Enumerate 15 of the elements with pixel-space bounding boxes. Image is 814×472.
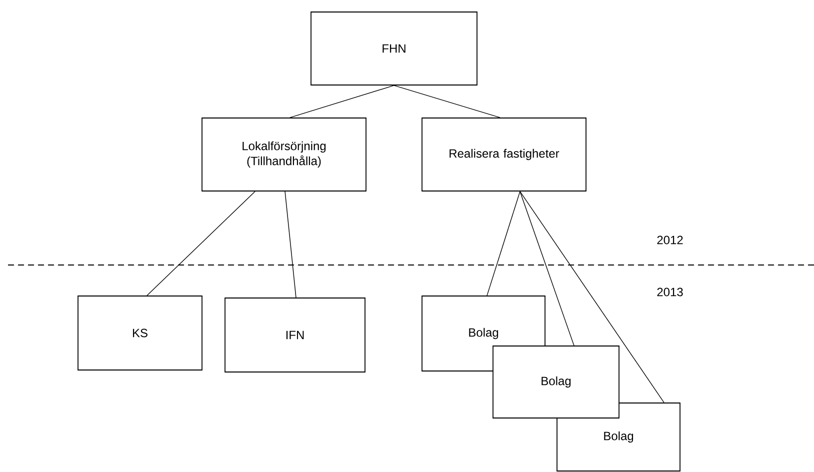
year-label: 2013 xyxy=(657,288,683,296)
year-label: 2012 xyxy=(657,236,683,244)
org-box: IFN xyxy=(224,298,366,372)
connector-line xyxy=(290,85,394,118)
connector-line xyxy=(394,85,500,118)
connector-line xyxy=(520,191,574,346)
org-box: Lokalförsörjning (Tillhandhålla) xyxy=(202,118,366,192)
org-box: KS xyxy=(78,296,202,370)
connector-line xyxy=(486,191,520,296)
org-box: Bolag xyxy=(492,346,620,418)
org-box: Realisera fastigheter xyxy=(422,118,586,192)
connector-line xyxy=(520,191,664,403)
connector-line xyxy=(284,191,296,298)
connector-line xyxy=(146,191,256,296)
org-box: FHN xyxy=(310,12,478,86)
